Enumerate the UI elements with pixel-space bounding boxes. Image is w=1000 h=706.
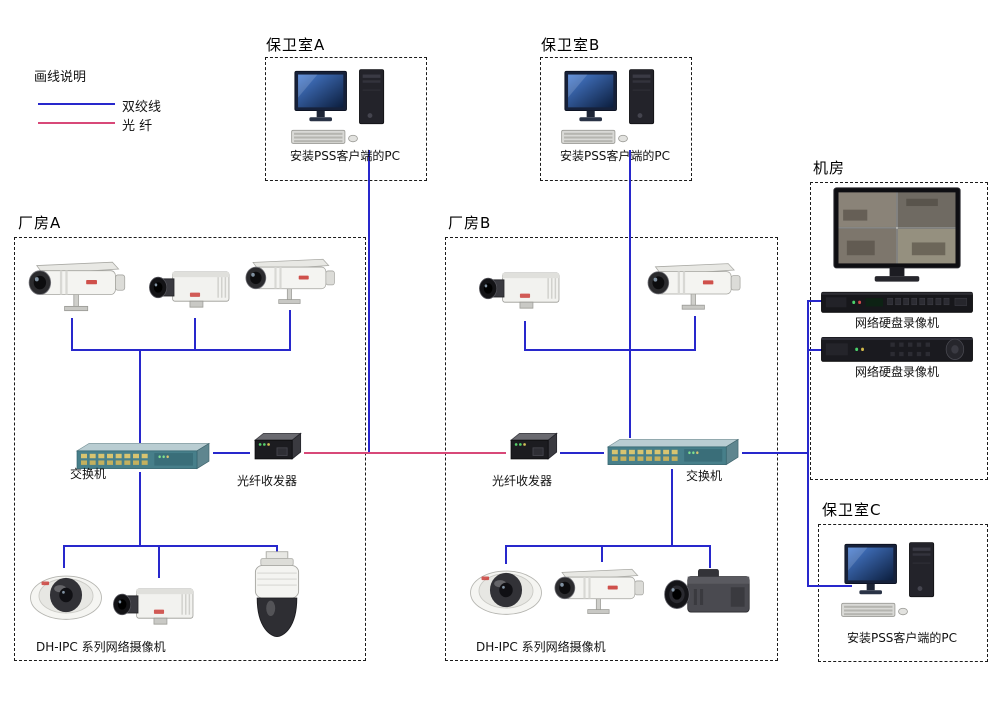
tp-line-boxcamA-drop xyxy=(158,546,160,578)
factory-b-box xyxy=(445,237,778,661)
tp-line-camA3-drop xyxy=(289,310,291,350)
nvr-2 xyxy=(821,336,973,362)
pc-client-b xyxy=(561,69,655,144)
tp-line-nvr2-stub xyxy=(807,349,822,351)
camera-series-a-label: DH-IPC 系列网络摄像机 xyxy=(36,640,166,654)
factory-a-box xyxy=(14,237,366,661)
pc-client-a xyxy=(291,69,385,144)
tp-line-factoryA-top-bus xyxy=(71,349,291,351)
tp-line-switchA-down xyxy=(139,472,141,546)
guard-room-a-box xyxy=(265,57,427,181)
legend-twisted-pair-sample-line xyxy=(38,103,115,105)
legend-title: 画线说明 xyxy=(34,70,87,85)
tp-line-domeA-drop xyxy=(63,546,65,568)
tp-line-pcB-to-switchB xyxy=(629,150,631,438)
factory-b-title: 厂房B xyxy=(448,214,492,232)
nvr-1 xyxy=(821,291,973,313)
pc-client-c xyxy=(841,542,935,617)
bullet-camera-a1 xyxy=(28,261,126,312)
bullet-camera-a3 xyxy=(245,258,335,304)
tp-line-camA1-drop xyxy=(71,318,73,350)
transceiver-b-label: 光纤收发器 xyxy=(492,474,553,488)
tp-line-pcA-down xyxy=(368,150,370,452)
ptz-dome-camera-a xyxy=(254,551,300,638)
tp-line-camB1-drop xyxy=(524,321,526,350)
guard-room-a-title: 保卫室A xyxy=(266,36,326,54)
guard-room-c-title: 保卫室C xyxy=(822,501,882,519)
guard-room-c-box xyxy=(818,524,988,662)
tp-line-factoryA-bottom-bus xyxy=(63,545,278,547)
guard-room-b-box xyxy=(540,57,692,181)
tp-line-switchA-to-transceiverA xyxy=(213,452,250,454)
tp-line-camB2-drop xyxy=(694,316,696,350)
switch-b xyxy=(607,439,739,465)
machine-room-box xyxy=(810,182,988,480)
tp-line-machine-room-trunk xyxy=(807,300,809,587)
bullet-camera-b3 xyxy=(554,568,644,614)
box-camera-b1 xyxy=(479,272,560,309)
tp-line-to-pcC xyxy=(807,585,852,587)
fiber-transceiver-a xyxy=(254,432,302,460)
switch-b-label: 交换机 xyxy=(686,469,723,483)
tp-line-busA-to-switchA xyxy=(139,350,141,443)
tp-line-ptzA-drop xyxy=(276,546,278,556)
fiber-transceiver-b xyxy=(510,432,558,460)
legend-twisted-pair-label: 双绞线 xyxy=(122,100,162,115)
box-camera-a2 xyxy=(149,271,230,308)
tp-line-camA2-drop xyxy=(194,318,196,350)
bullet-camera-b2 xyxy=(647,263,741,310)
tp-line-switchB-down xyxy=(671,469,673,546)
tp-line-nvr1-stub xyxy=(807,300,822,302)
factory-a-title: 厂房A xyxy=(18,214,62,232)
dome-camera-b xyxy=(470,570,542,615)
box-camera-a4 xyxy=(113,588,194,625)
machine-room-title: 机房 xyxy=(813,159,846,177)
guard-room-b-title: 保卫室B xyxy=(541,36,601,54)
nvr-2-label: 网络硬盘录像机 xyxy=(854,365,939,379)
dome-camera-a xyxy=(30,575,102,620)
nvr-1-label: 网络硬盘录像机 xyxy=(854,316,939,330)
tp-line-camcorderB-drop xyxy=(709,546,711,568)
quad-view-monitor xyxy=(833,187,961,283)
tp-line-transceiverB-to-switchB xyxy=(560,452,604,454)
tp-line-bulletB-drop xyxy=(601,546,603,562)
tp-line-factoryB-top-bus xyxy=(524,349,696,351)
transceiver-a-label: 光纤收发器 xyxy=(237,474,298,488)
tp-line-domeB-drop xyxy=(505,546,507,564)
switch-a-label: 交换机 xyxy=(70,467,107,481)
tp-line-factoryB-bottom-bus xyxy=(505,545,711,547)
camcorder-camera-b4 xyxy=(664,569,750,613)
fiber-line-transceiverA-to-transceiverB xyxy=(304,452,506,454)
legend-fiber-label: 光 纤 xyxy=(122,119,153,134)
tp-line-switchB-to-machine-room xyxy=(742,452,808,454)
legend-fiber-sample-line xyxy=(38,122,115,124)
pc-a-label: 安装PSS客户端的PC xyxy=(289,149,401,163)
camera-series-b-label: DH-IPC 系列网络摄像机 xyxy=(476,640,606,654)
pc-b-label: 安装PSS客户端的PC xyxy=(559,149,671,163)
pc-c-label: 安装PSS客户端的PC xyxy=(846,631,958,645)
